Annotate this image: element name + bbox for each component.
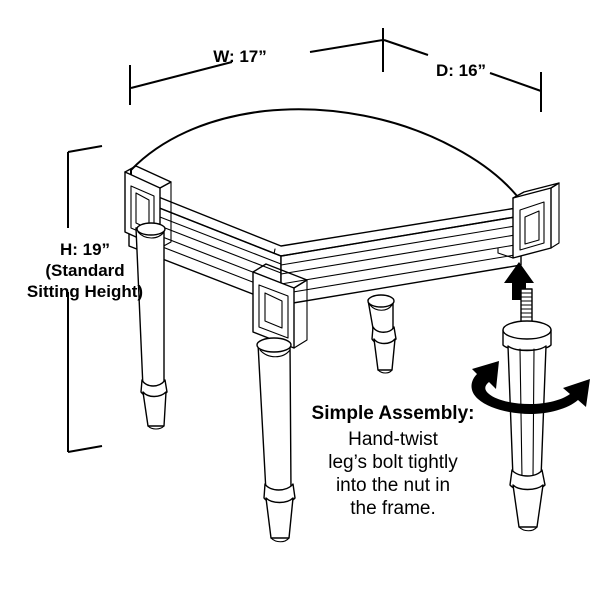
assembly-heading: Simple Assembly:: [312, 403, 475, 424]
leg-back-right: [367, 294, 397, 374]
assembly-instructions: Simple Assembly: Hand-twist leg’s bolt t…: [312, 403, 475, 519]
up-arrow-icon: [504, 262, 534, 300]
threaded-bolt-icon: [520, 288, 533, 325]
height-label: H: 19”: [60, 240, 110, 259]
height-note-line1: (Standard: [45, 261, 124, 280]
assembly-line-3: into the nut in: [336, 475, 450, 496]
depth-label-group: D: 16”: [436, 61, 486, 80]
height-label-group: H: 19” (Standard Sitting Height): [27, 240, 143, 301]
assembly-line-1: Hand-twist: [348, 429, 438, 450]
depth-dimension: [383, 39, 542, 112]
rotation-arrow-icon: [471, 361, 590, 414]
height-note-line2: Sitting Height): [27, 282, 143, 301]
width-dimension: [129, 28, 384, 105]
width-label: W: 17”: [213, 47, 267, 66]
assembly-line-4: the frame.: [350, 498, 436, 519]
assembly-line-2: leg’s bolt tightly: [328, 452, 458, 473]
corner-block-front: [252, 263, 308, 349]
width-label-group: W: 17”: [213, 47, 267, 66]
frame-top-edges: [128, 185, 530, 257]
height-dimension: [67, 145, 103, 453]
leg-front: [256, 337, 296, 543]
leg-back-left: [135, 222, 168, 430]
depth-label: D: 16”: [436, 61, 486, 80]
corner-block-right: [497, 182, 560, 259]
